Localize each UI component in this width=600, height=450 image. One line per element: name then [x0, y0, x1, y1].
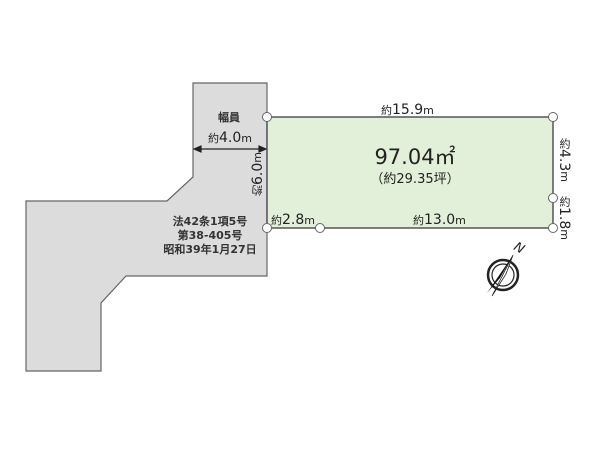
- dimension-bottom-right: 約13.0m: [413, 213, 466, 228]
- dimension-right-upper: 約4.3m: [556, 138, 572, 182]
- area-block: 97.04㎡ （約29.35坪）: [355, 146, 475, 188]
- vertex-markers: [262, 112, 558, 233]
- dim-value: 4.0: [219, 130, 242, 146]
- dim-prefix: 約: [381, 104, 392, 117]
- area-tsubo: （約29.35坪）: [370, 172, 460, 187]
- dim-unit: m: [304, 214, 315, 227]
- area-value: 97.04㎡: [374, 145, 456, 169]
- dimension-bottom-left: 約2.8m: [271, 213, 315, 228]
- road-width-value: 約4.0m: [208, 131, 252, 146]
- dim-value: 6.0: [250, 162, 266, 185]
- dimension-right-lower: 約1.8m: [556, 196, 572, 240]
- road-width-arrow: [192, 145, 268, 153]
- dim-prefix: 約: [558, 138, 571, 149]
- dim-value: 4.3: [556, 149, 572, 172]
- dim-value: 2.8: [282, 212, 305, 228]
- dim-prefix: 約: [271, 214, 282, 227]
- dim-unit: m: [558, 229, 571, 240]
- dim-unit: m: [241, 132, 252, 145]
- dim-prefix: 約: [558, 196, 571, 207]
- dim-unit: m: [558, 171, 571, 182]
- road-note-line: 法42条1項5号: [172, 215, 248, 228]
- dim-value: 1.8: [556, 207, 572, 230]
- dim-value: 13.0: [424, 212, 456, 228]
- dim-prefix: 約: [251, 184, 264, 196]
- compass-north-icon: [486, 254, 520, 297]
- dim-unit: m: [455, 214, 466, 227]
- dim-prefix: 約: [208, 132, 219, 145]
- dim-prefix: 約: [413, 214, 424, 227]
- dimension-top: 約15.9m: [381, 103, 434, 118]
- dimension-left: 約6.0m: [250, 152, 266, 196]
- road-note-line: 第38-405号: [177, 229, 243, 242]
- dim-unit: m: [423, 104, 434, 117]
- road-note-line: 昭和39年1月27日: [163, 243, 257, 256]
- road-legal-note: 法42条1項5号 第38-405号 昭和39年1月27日: [150, 215, 270, 257]
- dim-unit: m: [251, 152, 264, 163]
- road-width-label: 幅員: [218, 111, 240, 124]
- dim-value: 15.9: [392, 102, 424, 118]
